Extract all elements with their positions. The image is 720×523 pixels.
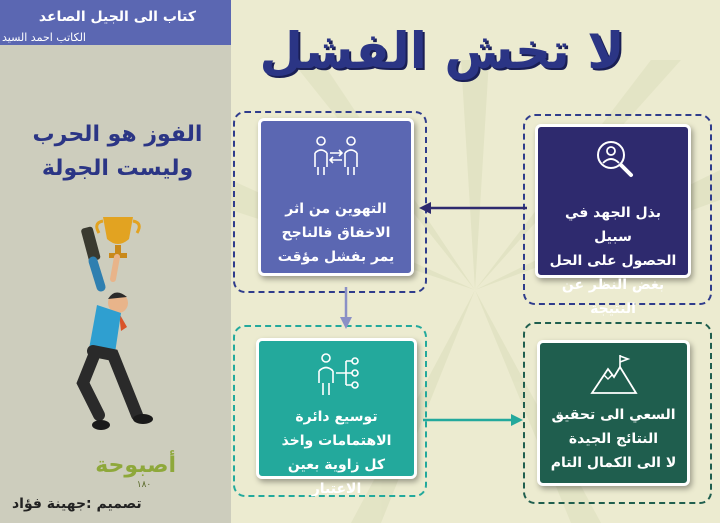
arrow-interests-to-results xyxy=(423,414,523,426)
logo-text: أصبوحة xyxy=(95,453,176,478)
downplay-line-2: الاخفاق فالناجح xyxy=(281,225,391,241)
trophy-icon xyxy=(95,217,141,258)
effort-line-1: بذل الجهد في سبيل xyxy=(564,205,662,245)
arrow-effort-to-downplay xyxy=(419,202,527,214)
mountain-flag-icon xyxy=(589,355,638,394)
main-title: لا تخش الفشل xyxy=(259,22,625,80)
card-downplay: التهوين من اثر الاخفاق فالناجح يمر بفشل … xyxy=(258,118,414,276)
celebrating-man-illustration xyxy=(76,217,153,430)
logo-number: ١٨٠ xyxy=(136,480,152,490)
card-effort: بذل الجهد في سبيل الحصول على الحل بغض ال… xyxy=(535,124,691,317)
search-person-icon xyxy=(597,141,633,177)
quote-line-1: الفوز هو الحرب xyxy=(32,122,203,147)
interests-line-2: الاهتمامات واخذ xyxy=(281,433,392,449)
card-interests: توسيع دائرة الاهتمامات واخذ كل زاوية بعي… xyxy=(256,338,417,497)
interests-line-3: كل زاوية بعين الاعتبار xyxy=(287,457,386,497)
exchange-people-icon xyxy=(314,136,358,175)
frame-effort xyxy=(523,114,712,305)
card-results: السعي الى تحقيق النتائج الجيدة لا الى ال… xyxy=(537,340,690,486)
frame-downplay xyxy=(233,111,427,293)
results-line-1: السعي الى تحقيق xyxy=(551,407,676,423)
interests-line-1: توسيع دائرة xyxy=(295,409,378,425)
arrow-downplay-to-interests xyxy=(340,287,352,329)
logo: أصبوحة ١٨٠ xyxy=(95,452,176,492)
downplay-line-1: التهوين من اثر xyxy=(285,201,387,217)
quote: الفوز هو الحرب وليست الجولة xyxy=(20,118,215,186)
frame-results xyxy=(523,322,712,504)
network-person-icon xyxy=(317,353,359,395)
effort-line-3: بغض النظر عن النتيجة xyxy=(561,277,665,317)
book-title: كتاب الى الجيل الصاعد xyxy=(38,9,196,25)
frame-interests xyxy=(233,325,427,497)
designer-credit: تصميم :جهينة فؤاد xyxy=(12,496,142,512)
effort-line-2: الحصول على الحل xyxy=(549,253,677,269)
downplay-line-3: يمر بفشل مؤقت xyxy=(277,249,395,265)
results-line-2: النتائج الجيدة xyxy=(568,431,659,447)
book-author: الكاتب احمد السيد xyxy=(2,31,86,44)
results-line-3: لا الى الكمال التام xyxy=(550,455,677,471)
quote-line-2: وليست الجولة xyxy=(41,156,194,181)
